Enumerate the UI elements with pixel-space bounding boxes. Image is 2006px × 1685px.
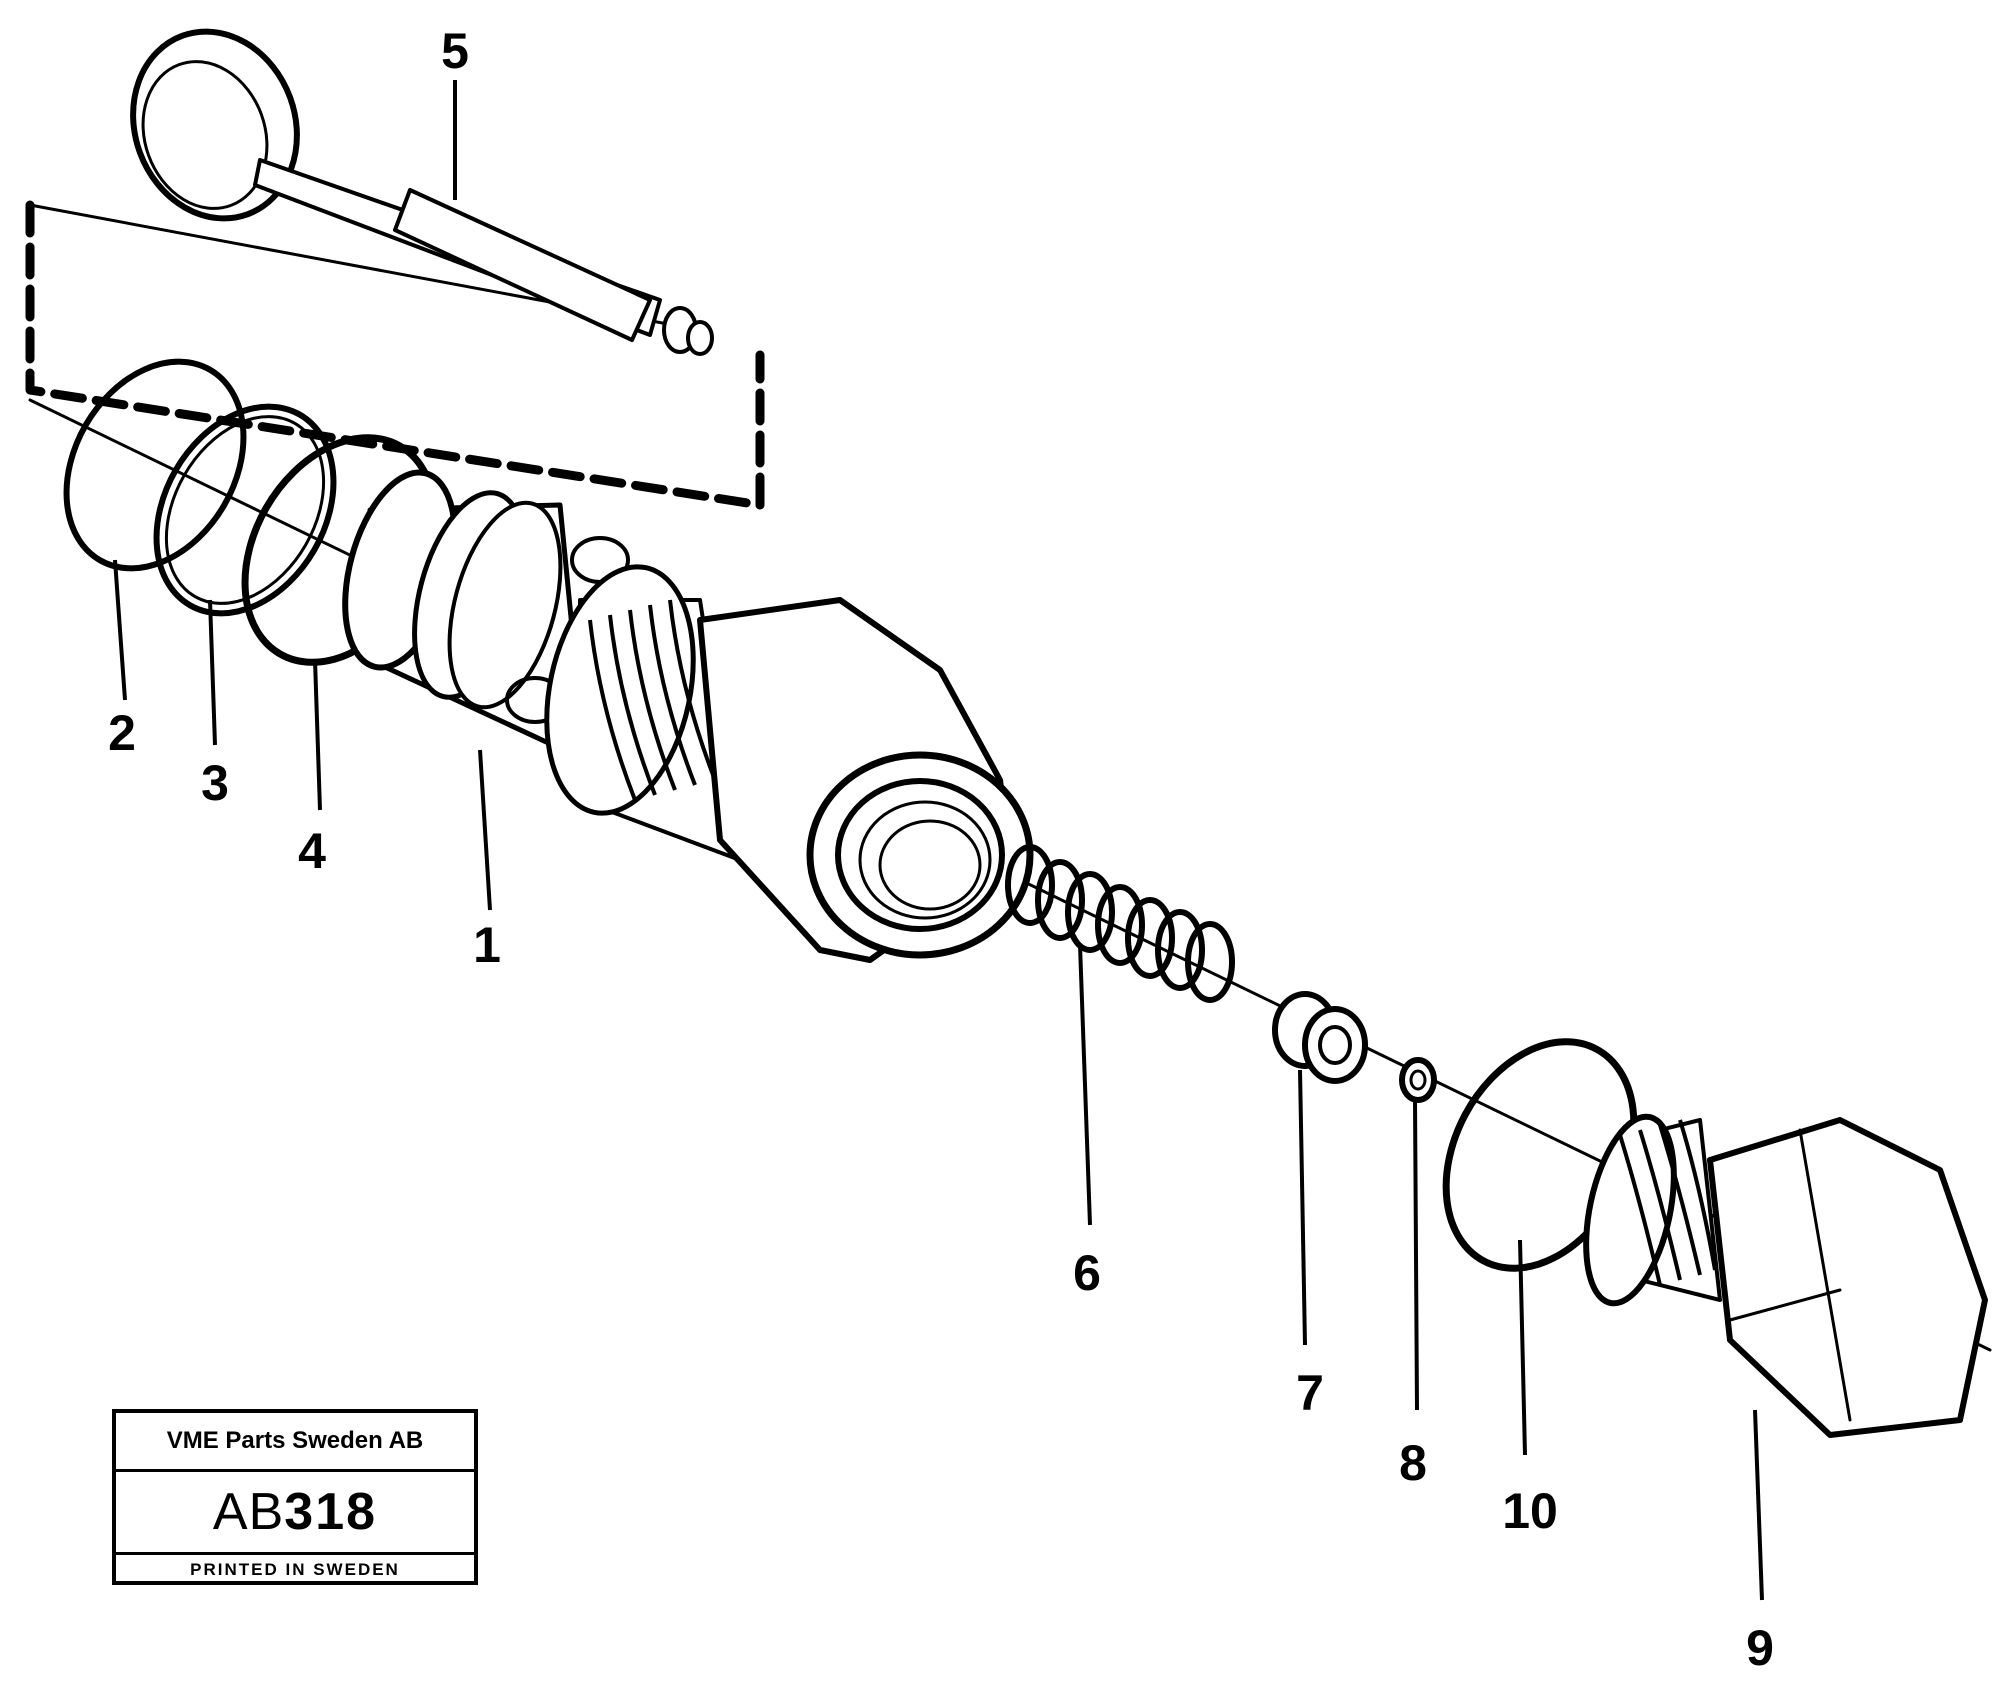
label-part-7: 7: [1296, 1365, 1324, 1421]
label-part-3: 3: [201, 755, 229, 811]
label-part-4: 4: [298, 823, 326, 879]
label-part-6: 6: [1073, 1245, 1101, 1301]
label-part-2: 2: [108, 705, 136, 761]
label-part-8: 8: [1399, 1435, 1427, 1491]
part-3-backup-ring: [153, 403, 337, 617]
part-6-spring: [1005, 844, 1235, 1003]
drawing-reference: AB318: [116, 1472, 474, 1555]
part-8-seal: [1399, 1057, 1437, 1103]
label-part-5: 5: [441, 23, 469, 79]
label-part-10: 10: [1502, 1483, 1558, 1539]
drawing-reference-number: 318: [284, 1483, 378, 1541]
part-5-valve-piston: [25, 28, 765, 510]
printed-note: PRINTED IN SWEDEN: [190, 1560, 400, 1579]
drawing-reference-prefix: AB: [212, 1483, 285, 1541]
part-7-seat: [1272, 991, 1368, 1084]
leader-lines: [113, 80, 1764, 1601]
label-part-1: 1: [473, 917, 501, 973]
company-name: VME Parts Sweden AB: [116, 1413, 474, 1472]
part-1-valve-housing: [342, 469, 1034, 963]
part-labels: 5 2 3 4 1 6 7 8 10 9: [108, 23, 1774, 1676]
label-part-9: 9: [1746, 1620, 1774, 1676]
part-9-plug: [1583, 1113, 1988, 1438]
part-2-o-ring: [63, 358, 247, 572]
title-block: VME Parts Sweden AB AB318 PRINTED IN SWE…: [112, 1409, 478, 1585]
